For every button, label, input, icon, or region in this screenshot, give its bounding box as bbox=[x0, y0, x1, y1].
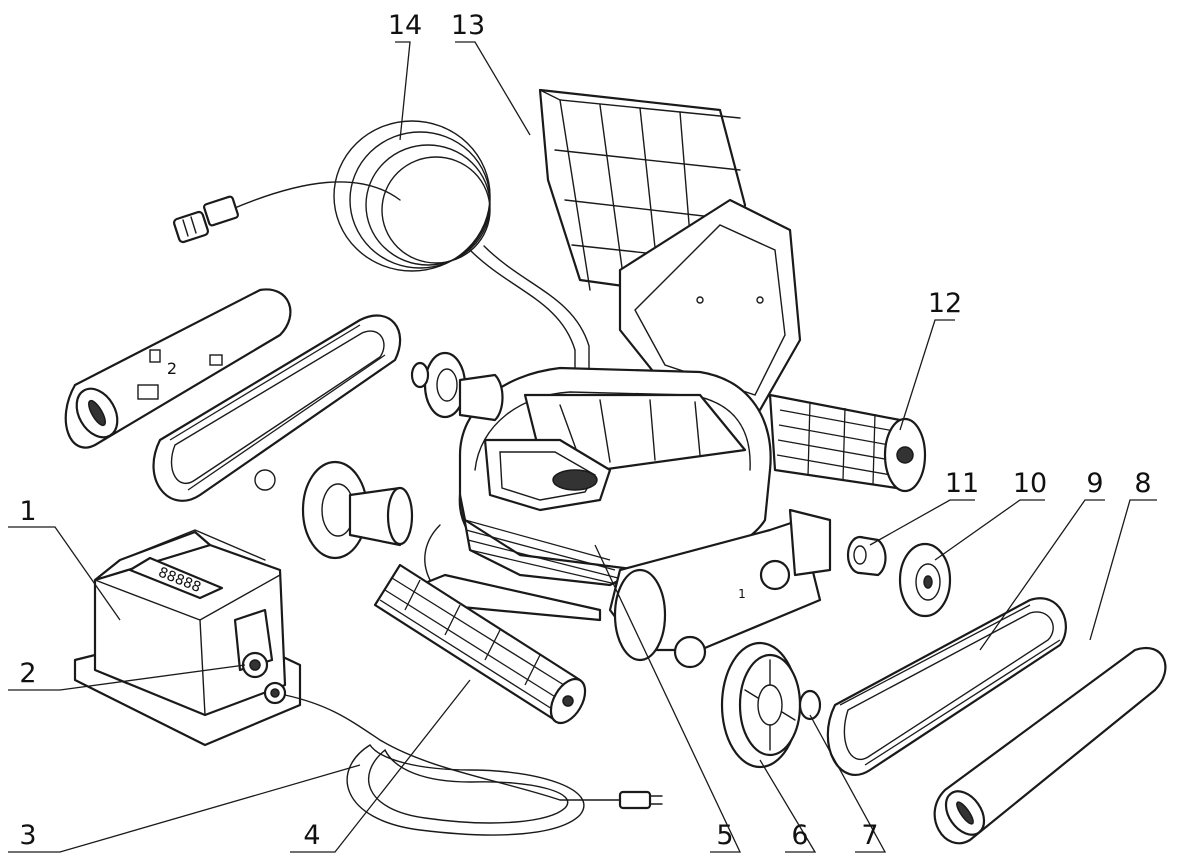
leader-7 bbox=[809, 714, 887, 853]
front-grille bbox=[464, 519, 621, 586]
leader-2 bbox=[8, 664, 246, 691]
callout-5: 5 bbox=[716, 820, 733, 851]
left-front-wheel bbox=[301, 460, 414, 560]
left-rear-wheel bbox=[410, 351, 504, 422]
callout-9: 9 bbox=[1086, 468, 1103, 499]
callout-12: 12 bbox=[928, 288, 962, 319]
callout-4: 4 bbox=[303, 820, 320, 851]
leader-12 bbox=[899, 319, 955, 431]
callout-7: 7 bbox=[861, 820, 878, 851]
washer bbox=[798, 689, 822, 721]
right-rear-wheel bbox=[898, 542, 952, 618]
callout-14: 14 bbox=[388, 10, 422, 41]
rear-brush-roller bbox=[768, 393, 927, 493]
front-brush-roller bbox=[373, 563, 587, 725]
leader-5 bbox=[594, 544, 742, 853]
left-drive-track bbox=[152, 314, 402, 502]
body-marking: 1 bbox=[738, 587, 746, 601]
side-plate-marking: 2 bbox=[167, 359, 177, 378]
leader-3 bbox=[8, 764, 361, 853]
main-body: 1 bbox=[418, 366, 832, 669]
callout-2: 2 bbox=[19, 658, 36, 689]
leader-6 bbox=[759, 759, 817, 853]
bushing bbox=[846, 535, 887, 577]
cable-connector bbox=[172, 195, 239, 244]
leader-1 bbox=[8, 526, 121, 621]
right-drive-track bbox=[826, 597, 1067, 776]
callout-11: 11 bbox=[945, 468, 979, 499]
power-supply-display: 88888 bbox=[128, 556, 224, 600]
leader-lines bbox=[8, 41, 1157, 853]
leader-11 bbox=[869, 499, 975, 546]
left-side-plate: 2 bbox=[64, 288, 292, 449]
leader-14 bbox=[395, 41, 411, 141]
floating-cable bbox=[172, 120, 590, 471]
callout-1: 1 bbox=[19, 496, 36, 527]
right-side-plate bbox=[933, 647, 1167, 845]
leader-9 bbox=[979, 499, 1105, 651]
callout-13: 13 bbox=[451, 10, 485, 41]
callout-10: 10 bbox=[1013, 468, 1047, 499]
power-supply-unit: 88888 bbox=[73, 529, 302, 747]
leader-10 bbox=[934, 499, 1045, 561]
callout-3: 3 bbox=[19, 820, 36, 851]
callout-8: 8 bbox=[1134, 468, 1151, 499]
top-lid bbox=[618, 198, 802, 412]
callout-numbers: 1 2 3 4 5 6 7 8 9 10 11 12 13 14 bbox=[19, 10, 1151, 851]
leader-13 bbox=[455, 41, 531, 136]
right-front-wheel bbox=[720, 641, 802, 769]
power-cord bbox=[263, 681, 663, 836]
leader-4 bbox=[290, 679, 471, 853]
callout-6: 6 bbox=[791, 820, 808, 851]
leader-8 bbox=[1089, 499, 1157, 641]
